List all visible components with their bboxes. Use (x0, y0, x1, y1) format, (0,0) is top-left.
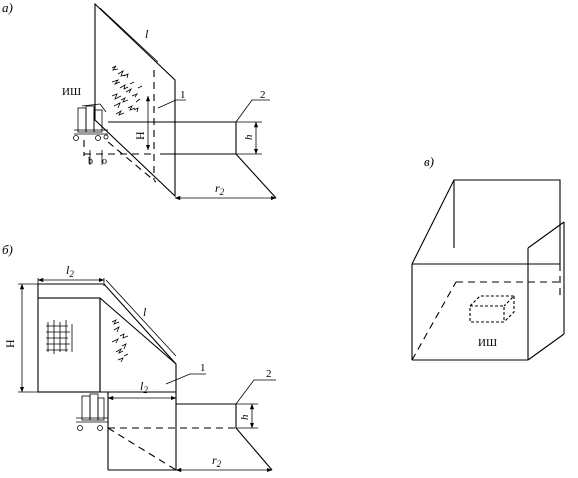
screen-plane-a (94, 2, 176, 198)
roof-edge-b (99, 297, 177, 365)
front-wall-hatching-b (46, 320, 73, 354)
panel-v-label: в) (424, 154, 434, 169)
dim-l-a: l (145, 27, 149, 41)
dim-l-side-b: l (143, 305, 147, 319)
dim-b-a: b (88, 156, 93, 167)
top-face-b (37, 283, 177, 365)
panel-b-label: б) (2, 242, 13, 257)
dim-r-b-sub: 2 (217, 459, 222, 469)
box-back-top-v (411, 179, 561, 265)
dim-l2-top-b-main: l (66, 263, 70, 277)
box-right-bottom-v (527, 333, 565, 361)
dim-r-a: r2 (215, 181, 225, 197)
side-hatching-b (111, 319, 129, 363)
dim-r-a-sub: 2 (220, 187, 225, 197)
callout-1-leader-a (157, 99, 186, 109)
callout-1-b: 1 (200, 362, 206, 374)
dim-H-a: H (133, 131, 147, 140)
panel-a-label: а) (2, 0, 13, 15)
screen-text-hatching-a (111, 65, 143, 116)
callout-1-leader-b (165, 373, 206, 385)
floor-hidden-2-b (107, 427, 177, 471)
dim-l2-mid-b-main: l (140, 379, 144, 393)
dim-h-b: h (239, 414, 251, 420)
source-cart-b (76, 393, 108, 431)
dim-o-a: o (102, 156, 107, 167)
dim-l2-top-b: l2 (66, 263, 74, 279)
dim-l2-top-b-sub: 2 (69, 269, 74, 279)
source-label-v: ИШ (478, 337, 497, 349)
dim-l-line-a (99, 7, 159, 63)
floor-hidden-3-a (107, 141, 157, 183)
callout-2-a: 2 (260, 89, 266, 101)
callout-2-leader-b (235, 379, 276, 405)
panel-b: б) (2, 242, 276, 473)
dim-r-a-main: r (215, 181, 220, 195)
dim-l2-mid-b-sub: 2 (143, 385, 148, 395)
dim-h-a: h (243, 134, 255, 140)
corridor-diag-a (235, 153, 277, 199)
panel-a: а) ИШ b o (2, 0, 277, 201)
panel-v: в) ИШ (411, 154, 565, 361)
dim-H-b: H (3, 339, 17, 348)
corridor-diag-b (235, 427, 273, 471)
source-cart-a (73, 103, 109, 141)
dim-r-b: r2 (212, 453, 222, 469)
box-right-slant-v (527, 221, 565, 249)
dim-l-side-line-b (105, 279, 177, 357)
callout-2-b: 2 (266, 368, 272, 380)
callout-1-a: 1 (180, 89, 186, 101)
dim-r-b-main: r (212, 453, 217, 467)
callout-2-leader-a (235, 99, 270, 123)
floor-hidden-1-v (411, 281, 457, 361)
dim-l2-mid-b: l2 (140, 379, 148, 395)
front-wall-b (37, 297, 101, 393)
source-label-a: ИШ (62, 86, 81, 98)
source-box-v (469, 295, 516, 323)
